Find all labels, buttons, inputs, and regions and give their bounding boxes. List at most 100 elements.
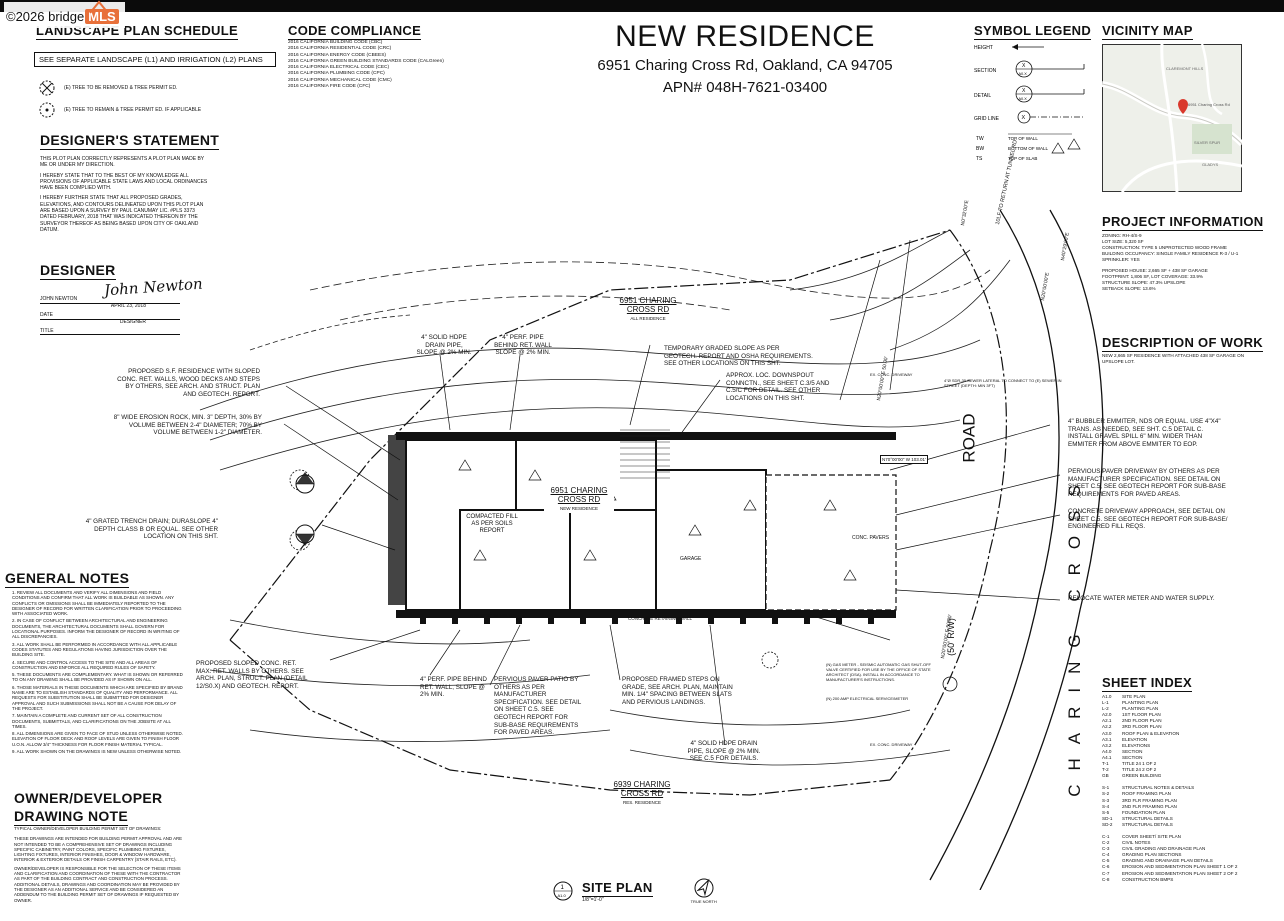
pier-markers	[420, 614, 874, 624]
designer-heading: DESIGNER	[40, 262, 116, 280]
gridline-symbol: GRID LINE X	[974, 110, 1084, 124]
description-of-work: DESCRIPTION OF WORK	[1102, 334, 1263, 352]
code-item: 2016 CALIFORNIA ELECTRICAL CODE (CEC)	[288, 65, 390, 71]
project-address: 6951 Charing Cross Rd, Oakland, CA 94705	[597, 57, 893, 74]
project-info-line: ZONING: RH-4/S-9	[1102, 233, 1142, 238]
sheet-code: A2.2	[1102, 724, 1112, 730]
general-notes-list: 1. REVIEW ALL DOCUMENTS AND VERIFY ALL D…	[12, 590, 184, 756]
legend-detail-sub: A0.X	[1019, 97, 1028, 101]
sheet-code: A3.0	[1102, 730, 1112, 736]
callout-solid-pipe: 4" SOLID HDPE DRAIN PIPE, SLOPE @ 2% MIN…	[416, 334, 472, 357]
sheet-code: S-4	[1102, 803, 1110, 809]
sheet-name: SITE PLAN	[1122, 694, 1146, 699]
sheet-row: T-2 TITLE 24 2 of 2	[1102, 767, 1272, 773]
owner-body: TYPICAL OWNER/DEVELOPER BUILDING PERMIT …	[14, 826, 186, 903]
sheet-code: C-8	[1102, 876, 1110, 882]
dim-south: N70°00'00" W 102.11'	[470, 613, 514, 618]
project-info-line: PROPOSED HOUSE: 2,665 SF + 438 SF GARAGE	[1102, 268, 1208, 273]
sheet-name: TITLE 24 2 of 2	[1122, 767, 1157, 773]
sheet-code: GB	[1102, 773, 1109, 779]
sheet-name: STRUCTURAL DETAILS	[1122, 815, 1173, 821]
watermark-mls: MLS	[85, 8, 119, 24]
sheet-code: C-5	[1102, 858, 1110, 864]
lot-south-label: 6939 CHARING CROSS RD RES. RESIDENCE	[606, 780, 678, 807]
sheet-name: ELEVATION	[1122, 736, 1148, 742]
lot-center-name: 6951 CHARING CROSS RD	[550, 486, 608, 504]
map-label-silver-spur: SILVER SPUR	[1194, 140, 1220, 145]
sheet-code: C-6	[1102, 864, 1110, 870]
code-heading: CODE COMPLIANCE	[288, 23, 422, 40]
sheet-name: PLANTING PLAN	[1122, 706, 1159, 712]
sheet-name: FOUNDATION PLAN	[1122, 809, 1166, 815]
sheet-code: T-2	[1102, 767, 1109, 773]
sheet-index-heading: SHEET INDEX	[1102, 675, 1192, 692]
sheet-name: ELEVATIONS	[1122, 742, 1151, 748]
sheet-code: C-3	[1102, 846, 1110, 852]
callout-sewer: 4"Ø SDR-35 SEWER LATERAL TO CONNECT TO (…	[944, 378, 1062, 388]
owner-p1: TYPICAL OWNER/DEVELOPER BUILDING PERMIT …	[14, 826, 162, 831]
owner-p2: THESE DRAWINGS ARE INTENDED FOR BUILDING…	[14, 836, 183, 863]
legend-grid-label: GRID LINE	[974, 116, 1000, 122]
project-info: PROJECT INFORMATION	[1102, 213, 1264, 231]
designer-title-row: TITLE DESIGNER	[40, 319, 180, 335]
code-item: 2016 CALIFORNIA GREEN BUILDING STANDARDS…	[288, 58, 444, 64]
code-item: 2016 CALIFORNIA MECHANICAL CODE (CMC)	[288, 77, 392, 83]
sheet-name: 1st FLOOR PLAN	[1122, 712, 1161, 718]
designer-title-label: TITLE	[40, 327, 54, 334]
legend-symbols: HEIGHT SECTION X A0.X DETAIL X A0.X GRID…	[974, 44, 1085, 162]
sheet-code: C-2	[1102, 840, 1110, 846]
sheet-row: A2.12nd FLOOR PLAN	[1102, 718, 1272, 724]
callout-perf-pipe: 4" PERF. PIPE BEHIND RET. WALL SLOPE @ 2…	[494, 334, 552, 357]
callout-solid-pipe-2: 4" SOLID HDPE DRAIN PIPE, SLOPE @ 2% MIN…	[687, 740, 761, 763]
garage-box	[655, 469, 767, 611]
sheet-code: C-4	[1102, 852, 1110, 858]
general-note-item: 9. ALL WORK SHOWN ON THE DRAWINGS IS NEW…	[12, 749, 182, 755]
sheet-code: C-7	[1102, 870, 1110, 876]
map-label-gladys: GLADYS	[1202, 162, 1219, 167]
legend-detail-label: DETAIL	[974, 93, 991, 99]
sheet-name: EROSION AND SEDIMENTATION PLAN SHEET 1 O…	[1122, 864, 1238, 870]
title-block: NEW RESIDENCE 6951 Charing Cross Rd, Oak…	[560, 20, 930, 96]
triangle-markers	[458, 459, 857, 581]
callout-conc-ret-wall: CONCRETE RETAINING WALL	[628, 616, 693, 621]
designer-statement-heading: DESIGNER'S STATEMENT	[40, 132, 220, 150]
abbr-tw-text: TOP OF WALL	[1008, 136, 1038, 141]
designer-name: JOHN NEWTON	[40, 296, 180, 305]
sheet-code: A1.0	[1102, 694, 1112, 699]
driveway-box	[765, 474, 897, 611]
callout-erosion-rock: 8" WIDE EROSION ROCK, MIN. 3" DEPTH, 30%…	[113, 414, 262, 437]
sheet-code: L-2	[1102, 706, 1109, 712]
sheet-name: 2nd FLR FRAMING PLAN	[1122, 803, 1177, 809]
top-bar	[0, 0, 1284, 12]
map-label-site: 6951 Charing Cross Rd	[1188, 102, 1230, 107]
sheet-name: ROOF PLAN & ELEVATION	[1122, 730, 1180, 736]
north-label: TRUE NORTH	[690, 899, 717, 904]
designer-statement-body: THIS PLOT PLAN CORRECTLY REPRESENTS A PL…	[40, 156, 208, 233]
legend-section-label: SECTION	[974, 68, 997, 74]
project-title: NEW RESIDENCE	[615, 20, 875, 53]
sheet-code: A3.1	[1102, 736, 1112, 742]
ext-driveway-1: EX. CONC. DRIVEWAY	[870, 372, 913, 377]
sheet-code: A4.0	[1102, 748, 1112, 754]
sheet-name: PLANTING PLAN	[1122, 700, 1159, 706]
code-item: 2016 CALIFORNIA BUILDING CODE (CBC)	[288, 40, 383, 45]
callout-gas: (N) GAS METER - SEISMIC AUTOMATIC GAS SH…	[826, 662, 931, 682]
sheet-name: STRUCTURAL NOTES & DETAILS	[1122, 785, 1195, 791]
callout-conc-approach: CONCRETE DRIVEWAY APPROACH, SEE DETAIL O…	[1068, 508, 1228, 531]
abbr-bw: BW	[976, 146, 984, 152]
callout-sloped-conc: PROPOSED SLOPED CONC. RET. MAX. RET. WAL…	[196, 660, 308, 690]
tree-remain-row: (E) TREE TO REMAIN & TREE PERMIT ED. IF …	[36, 102, 201, 118]
sheet-name: 2nd FLOOR PLAN	[1122, 718, 1162, 724]
lot-north-sub: ALL RESIDENCE	[630, 316, 666, 321]
sheet-code: L-1	[1102, 700, 1109, 706]
